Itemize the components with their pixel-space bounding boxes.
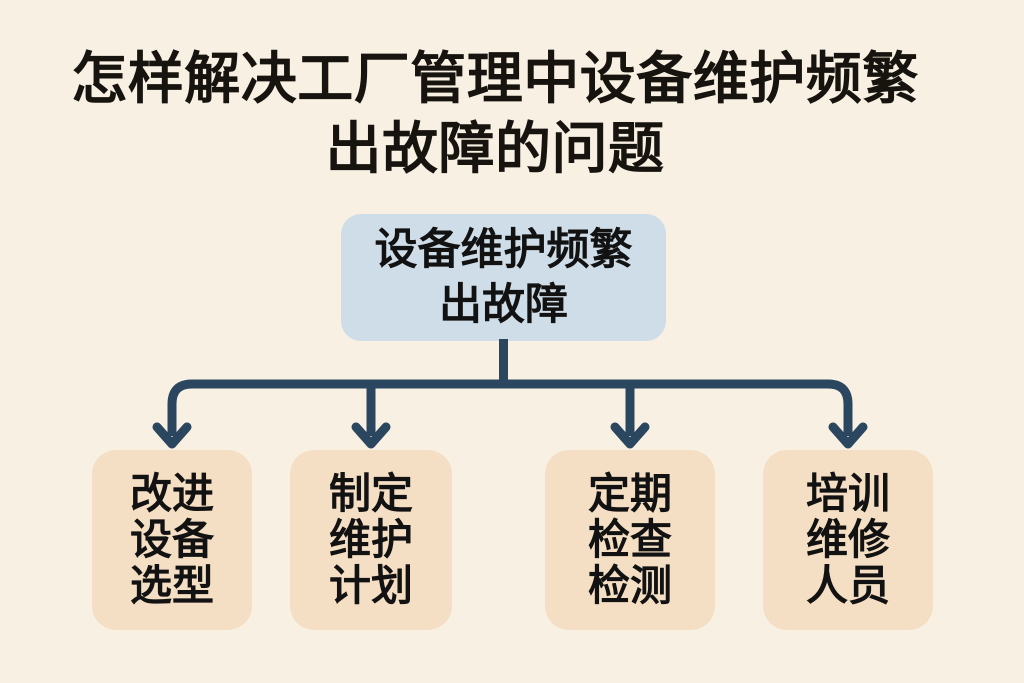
arrowhead-down-icon: [610, 422, 650, 449]
node-solution-3: 定期 检查 检测: [545, 450, 715, 630]
node-problem-line-1: 设备维护频繁: [374, 225, 633, 274]
node-solution-2-line-2: 维护: [328, 516, 413, 563]
node-solution-4-line-3: 人员: [805, 562, 890, 609]
node-solution-2-line-3: 计划: [328, 562, 413, 609]
node-solution-1: 改进 设备 选型: [92, 450, 252, 630]
node-solution-1-line-1: 改进: [129, 470, 214, 517]
node-solution-4-line-1: 培训: [805, 470, 890, 517]
node-solution-2: 制定 维护 计划: [290, 450, 452, 630]
node-solution-1-line-2: 设备: [129, 516, 214, 563]
page-title: 怎样解决工厂管理中设备维护频繁 出故障的问题: [0, 44, 990, 184]
node-solution-4-line-2: 维修: [805, 516, 890, 563]
node-solution-1-line-3: 选型: [129, 562, 214, 609]
node-problem-line-2: 出故障: [439, 280, 568, 329]
node-solution-3-line-1: 定期: [587, 470, 672, 517]
connector-rail: [167, 379, 853, 436]
arrowhead-down-icon: [351, 422, 391, 449]
node-solution-2-line-1: 制定: [328, 470, 413, 517]
page-title-line-1: 怎样解决工厂管理中设备维护频繁: [71, 47, 919, 110]
node-problem: 设备维护频繁 出故障: [341, 214, 666, 341]
node-solution-3-line-2: 检查: [587, 516, 672, 563]
arrowhead-down-icon: [152, 422, 192, 449]
arrowhead-down-icon: [828, 422, 868, 449]
node-solution-4: 培训 维修 人员: [763, 450, 933, 630]
node-solution-3-line-3: 检测: [587, 562, 672, 609]
page-title-line-2: 出故障的问题: [325, 117, 665, 180]
